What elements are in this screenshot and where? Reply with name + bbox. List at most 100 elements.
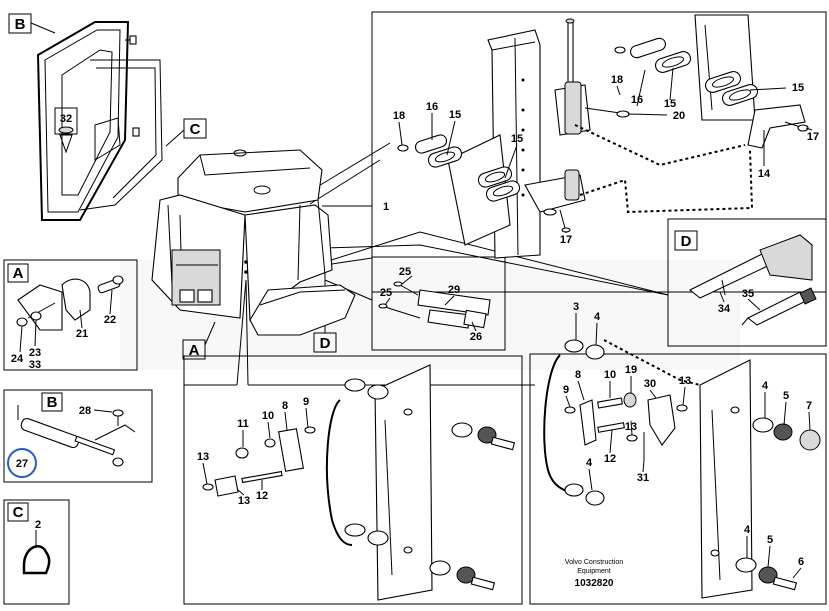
hinge-upper-assembly: [554, 81, 630, 136]
callout-21: 21: [76, 328, 88, 340]
callout-3: 3: [573, 301, 579, 313]
main-cab-drawing: [151, 149, 356, 336]
hinge-box-parts: [378, 281, 491, 329]
seal-strip-34: [688, 234, 814, 299]
glass-panel-bottom-right: [699, 359, 753, 599]
cab-frame-drawing: [36, 21, 163, 221]
callout-18-a: 18: [611, 74, 623, 86]
callout-24: 24: [11, 353, 24, 365]
callout-leaders: [19, 67, 813, 579]
callout-numbers: 18 16 15 15 20 17 14 18 16 15 15 17 34 3…: [11, 74, 819, 568]
callout-17-a: 17: [807, 131, 819, 143]
seal-washers-top: [614, 37, 759, 106]
callout-14: 14: [758, 168, 771, 180]
footer-category: Equipment: [577, 568, 611, 575]
callout-13-a: 13: [197, 451, 209, 463]
callout-15-d: 15: [511, 133, 523, 145]
glass-panel-bottom-left: [374, 364, 433, 601]
svg-text:B: B: [47, 394, 58, 411]
callout-6: 6: [798, 556, 804, 568]
dotted-routing-top: [574, 124, 754, 214]
callout-2: 2: [35, 519, 41, 531]
callout-15-b: 15: [792, 82, 804, 94]
callout-13-b: 13: [238, 495, 250, 507]
rod-bottom-right: [543, 339, 701, 506]
svg-text:A: A: [13, 265, 24, 282]
callout-23: 23: [29, 347, 41, 359]
svg-text:32: 32: [60, 113, 72, 125]
svg-text:1: 1: [383, 201, 389, 213]
callout-22: 22: [104, 314, 116, 326]
panel-label-b-top: B: [8, 13, 56, 34]
callout-9-a: 9: [303, 396, 309, 408]
callout-17-b: 17: [560, 234, 572, 246]
callout-13-c: 13: [679, 375, 691, 387]
callout-25-b: 25: [380, 287, 392, 299]
callout-33: 33: [29, 359, 41, 371]
callout-19: 19: [625, 364, 637, 376]
panel-label-a-main: A: [182, 321, 216, 360]
seal-washers-mid: [397, 134, 521, 202]
panel-label-b-box: B: [41, 392, 63, 412]
sealant-tube-35: [741, 287, 817, 326]
callout-20: 20: [673, 110, 685, 122]
latch-bottom-right: [564, 392, 688, 460]
callout-16-a: 16: [631, 94, 643, 106]
hinge-lower-assembly: [524, 169, 586, 233]
callout-12-a: 12: [256, 490, 268, 502]
callout-4-d: 4: [744, 524, 751, 536]
callout-30: 30: [644, 378, 656, 390]
callout-29: 29: [448, 284, 460, 296]
panel-label-d-box: D: [674, 230, 698, 251]
callout-18-b: 18: [393, 110, 405, 122]
callout-8-b: 8: [575, 369, 581, 381]
callout-27: 27: [16, 458, 28, 470]
callout-15-c: 15: [449, 109, 461, 121]
callout-7: 7: [806, 400, 812, 412]
bracket-14: [747, 104, 809, 149]
callout-9-b: 9: [563, 384, 569, 396]
callout-35: 35: [742, 288, 754, 300]
callout-4-b: 4: [586, 457, 593, 469]
svg-text:A: A: [189, 342, 200, 359]
drawing-footer: Volvo Construction Equipment 1032820: [565, 559, 623, 589]
svg-text:D: D: [681, 233, 692, 250]
c-box-profile: [22, 530, 51, 575]
callout-25-a: 25: [399, 266, 411, 278]
panel-label-c-box: C: [7, 502, 29, 522]
callout-12-b: 12: [604, 453, 616, 465]
part-32-callout: 32: [54, 107, 78, 154]
panel-label-a-box: A: [7, 263, 29, 283]
rod-bottom-left: [325, 378, 516, 591]
svg-text:D: D: [320, 335, 331, 352]
gas-strut-27: [7, 405, 124, 478]
fasteners-bottom-right: [710, 406, 821, 591]
panel-label-c-top: C: [165, 118, 207, 147]
svg-text:B: B: [15, 16, 26, 33]
callout-10-b: 10: [604, 369, 616, 381]
callout-28: 28: [79, 405, 91, 417]
callout-5-a: 5: [783, 390, 789, 402]
footer-maker: Volvo Construction: [565, 559, 623, 566]
callout-5-b: 5: [767, 534, 773, 546]
a-box-parts: [16, 275, 124, 331]
callout-4-a: 4: [594, 311, 601, 323]
b-box-detail: [94, 409, 136, 441]
callout-4-c: 4: [762, 380, 769, 392]
callout-16-b: 16: [426, 101, 438, 113]
callout-10-a: 10: [262, 410, 274, 422]
callout-15-a: 15: [664, 98, 676, 110]
callout-26: 26: [470, 331, 482, 343]
callout-1: 1: [322, 201, 389, 213]
glass-panel-mid: [447, 134, 511, 246]
latch-bottom-left: [202, 426, 316, 497]
callout-31: 31: [637, 472, 649, 484]
callout-11: 11: [237, 418, 249, 430]
footer-drawing-number: 1032820: [575, 578, 614, 589]
callout-8-a: 8: [282, 400, 288, 412]
svg-text:C: C: [13, 504, 24, 521]
svg-text:C: C: [190, 121, 201, 138]
callout-34: 34: [718, 303, 731, 315]
bolt-tall-top: [565, 18, 575, 89]
